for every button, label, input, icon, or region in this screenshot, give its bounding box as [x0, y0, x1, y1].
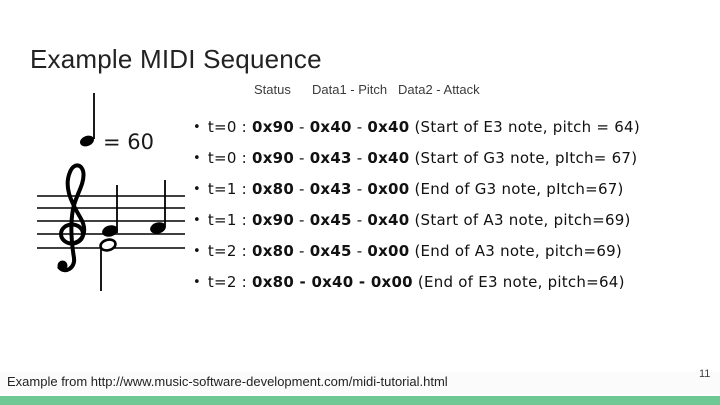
list-item: •t=2 : 0x80 - 0x45 - 0x00 (End of A3 not… [193, 236, 713, 267]
table-column-headers: Status Data1 - Pitch Data2 - Attack [0, 82, 720, 98]
tempo-value-label: = 60 [103, 130, 154, 154]
event-status-byte: 0x90 [252, 118, 295, 136]
footer-band [0, 372, 720, 394]
event-status-byte: 0x90 [252, 149, 295, 167]
event-description: (Start of A3 note, pitch=69) [409, 211, 631, 229]
list-item: •t=0 : 0x90 - 0x40 - 0x40 (Start of E3 n… [193, 112, 713, 143]
event-description: (End of A3 note, pitch=69) [409, 242, 623, 260]
event-data2-byte: 0x40 [367, 118, 410, 136]
event-time: t=2 : [207, 242, 253, 260]
bullet-icon: • [193, 275, 201, 290]
bullet-icon: • [193, 151, 201, 166]
column-header-status: Status [254, 82, 291, 97]
event-status-byte: 0x90 [252, 211, 295, 229]
music-notation-image: = 60 [37, 93, 185, 291]
source-attribution: Example from http://www.music-software-d… [7, 374, 448, 389]
event-time: t=0 : [207, 149, 253, 167]
bullet-icon: • [193, 182, 201, 197]
event-data2-byte: 0x40 [367, 211, 410, 229]
quarter-note-icon [150, 180, 166, 234]
bullet-icon: • [193, 244, 201, 259]
column-header-data2-attack: Data2 - Attack [398, 82, 480, 97]
event-data2-byte: 0x00 [367, 242, 410, 260]
bullet-icon: • [193, 213, 201, 228]
event-status-byte: 0x80 [252, 180, 295, 198]
accent-bar [0, 396, 720, 405]
treble-clef-icon [57, 163, 87, 273]
page-number: 11 [699, 368, 711, 380]
event-description: (Start of G3 note, pItch= 67) [409, 149, 638, 167]
event-data1-byte: 0x43 [309, 149, 352, 167]
event-data2-byte: 0x00 [367, 180, 410, 198]
event-data1-byte: 0x45 [309, 211, 352, 229]
list-item: •t=1 : 0x90 - 0x45 - 0x40 (Start of A3 n… [193, 205, 713, 236]
list-item: •t=1 : 0x80 - 0x43 - 0x00 (End of G3 not… [193, 174, 713, 205]
midi-event-list: •t=0 : 0x90 - 0x40 - 0x40 (Start of E3 n… [193, 112, 713, 298]
list-item: •t=0 : 0x90 - 0x43 - 0x40 (Start of G3 n… [193, 143, 713, 174]
event-status-byte: 0x80 [252, 273, 295, 291]
event-data2-byte: 0x00 [370, 273, 413, 291]
event-description: (End of G3 note, pItch=67) [409, 180, 624, 198]
event-data2-byte: 0x40 [367, 149, 410, 167]
event-time: t=1 : [207, 211, 253, 229]
chord-notes-icon [99, 185, 118, 291]
event-time: t=1 : [207, 180, 253, 198]
column-header-data1-pitch: Data1 - Pitch [312, 82, 388, 97]
list-item: •t=2 : 0x80 - 0x40 - 0x00 (End of E3 not… [193, 267, 713, 298]
event-description: (Start of E3 note, pitch = 64) [409, 118, 640, 136]
event-time: t=0 : [207, 118, 253, 136]
event-data1-byte: 0x40 [309, 118, 352, 136]
event-data1-byte: 0x40 [311, 273, 354, 291]
event-data1-byte: 0x45 [309, 242, 352, 260]
event-description: (End of E3 note, pitch=64) [412, 273, 625, 291]
page-title: Example MIDI Sequence [30, 44, 322, 74]
tempo-note-icon [80, 93, 95, 147]
event-status-byte: 0x80 [252, 242, 295, 260]
bullet-icon: • [193, 120, 201, 135]
event-time: t=2 : [207, 273, 253, 291]
event-data1-byte: 0x43 [309, 180, 352, 198]
